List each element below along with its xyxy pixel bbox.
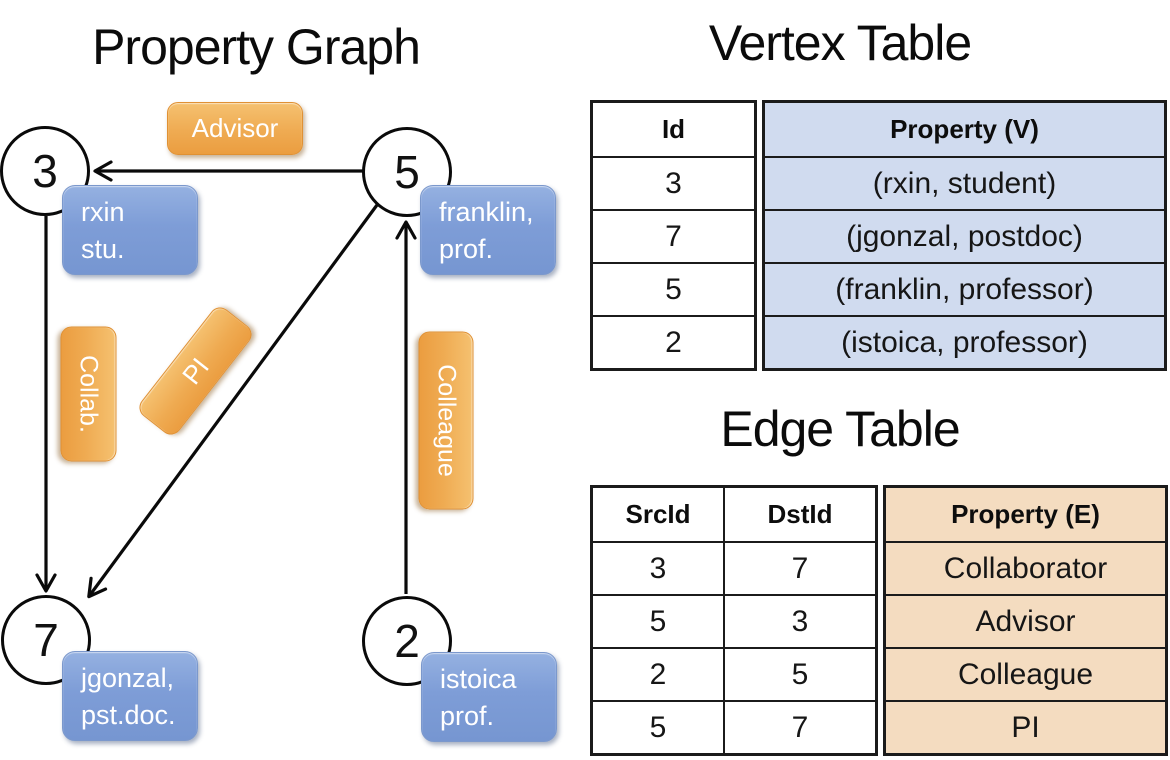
edge-table-title: Edge Table xyxy=(720,401,960,457)
property-line: rxin xyxy=(81,197,125,227)
property-line: prof. xyxy=(440,701,495,731)
edge-table-property-cell: PI xyxy=(886,700,1165,753)
edge-table-property-cell: Advisor xyxy=(886,594,1165,647)
vertex-table-id-cell: 2 xyxy=(593,315,754,368)
node-id-label: 7 xyxy=(33,614,59,666)
vertex-table-property-cell: (rxin, student) xyxy=(765,156,1164,209)
edge-table-id-columns: SrcId DstId 3 7 5 3 2 5 5 7 xyxy=(590,485,878,756)
vertex-table-property-cell: (jgonzal, postdoc) xyxy=(765,209,1164,262)
property-line: jgonzal, xyxy=(81,663,175,693)
vertex-table-title: Vertex Table xyxy=(708,15,972,71)
node-property-box-franklin: franklin, prof. xyxy=(420,185,556,275)
edge-label-collab: Collab. xyxy=(60,326,117,462)
edge-table-property-cell: Colleague xyxy=(886,647,1165,700)
vertex-table-property-cell: (istoica, professor) xyxy=(765,315,1164,368)
edge-table-dstid-header: DstId xyxy=(723,488,875,541)
edge-label-pi: PI xyxy=(135,303,256,439)
edge-table-property-header: Property (E) xyxy=(886,488,1165,541)
node-property-box-jgonzal: jgonzal, pst.doc. xyxy=(62,651,198,741)
vertex-table-id-header: Id xyxy=(661,114,686,144)
edge-table-srcid-cell: 2 xyxy=(593,647,723,700)
edge-table-srcid-cell: 5 xyxy=(593,594,723,647)
vertex-table-property-header: Property (V) xyxy=(765,103,1164,156)
edge-table-dstid-cell: 5 xyxy=(723,647,875,700)
edge-table-srcid-header: SrcId xyxy=(625,499,691,529)
edge-table-dstid-cell: 3 xyxy=(723,594,875,647)
property-line: istoica xyxy=(440,664,517,694)
vertex-table-property-cell: (franklin, professor) xyxy=(765,262,1164,315)
property-graph-title: Property Graph xyxy=(92,19,421,75)
edge-label-advisor: Advisor xyxy=(167,102,303,155)
edge-table-property-column: Property (E) Collaborator Advisor Collea… xyxy=(883,485,1168,756)
edge-table-dstid-cell: 7 xyxy=(723,541,875,594)
node-id-label: 5 xyxy=(394,146,420,198)
edge-table-srcid-cell: 3 xyxy=(593,541,723,594)
vertex-table-id-cell: 7 xyxy=(593,209,754,262)
node-id-label: 3 xyxy=(32,145,58,197)
edge-table-srcid-cell: 5 xyxy=(593,700,723,753)
edge-label-colleague: Colleague xyxy=(418,331,474,510)
node-property-box-istoica: istoica prof. xyxy=(421,652,557,742)
node-property-box-rxin: rxin stu. xyxy=(62,185,198,275)
property-line: franklin, xyxy=(439,197,534,227)
node-circle-3: 3 xyxy=(0,126,90,216)
node-id-label: 2 xyxy=(394,615,420,667)
property-line: stu. xyxy=(81,234,125,264)
node-circle-5: 5 xyxy=(362,127,452,217)
property-line: pst.doc. xyxy=(81,700,176,730)
edge-table-property-cell: Collaborator xyxy=(886,541,1165,594)
property-line: prof. xyxy=(439,234,494,264)
vertex-table-property-column: Property (V) (rxin, student) (jgonzal, p… xyxy=(762,100,1167,371)
vertex-table-id-cell: 3 xyxy=(593,156,754,209)
vertex-table-id-column: Id 3 7 5 2 xyxy=(590,100,757,371)
edge-table-dstid-cell: 7 xyxy=(723,700,875,753)
vertex-table-id-cell: 5 xyxy=(593,262,754,315)
